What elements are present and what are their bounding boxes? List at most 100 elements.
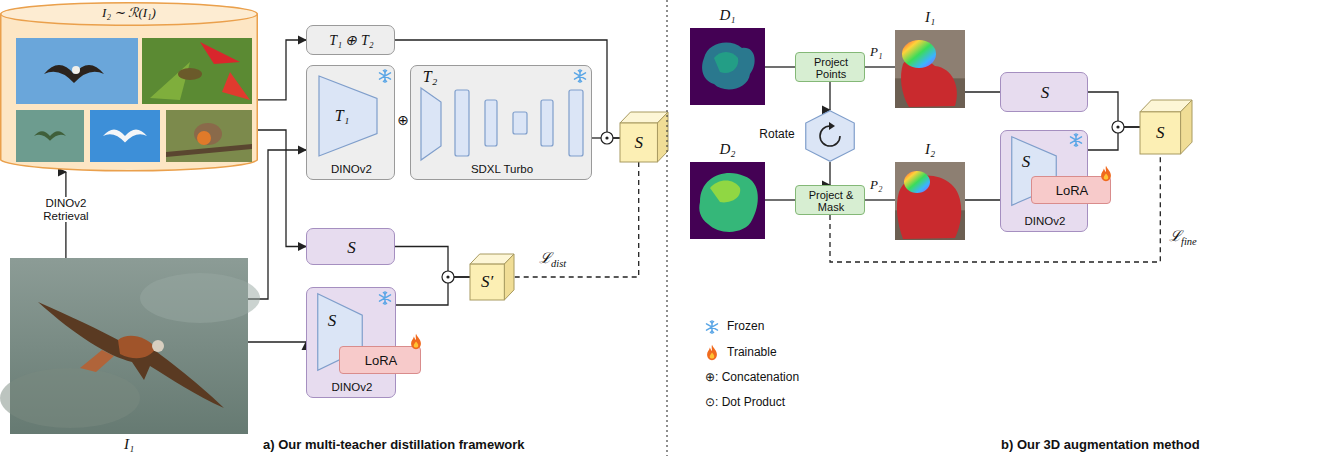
lora-adapter: LoRA bbox=[339, 346, 421, 374]
text-slot: ⊕ bbox=[396, 112, 410, 128]
legend-text: Frozen bbox=[726, 320, 765, 334]
trainable-icon bbox=[707, 345, 717, 360]
loss-connector bbox=[830, 154, 1160, 262]
text-slot: Rotate bbox=[753, 128, 801, 142]
depth-map-shape bbox=[690, 162, 765, 239]
node-text: S bbox=[1156, 123, 1165, 143]
retrieval-database: I₂ ∼ ℛ(I₁) bbox=[0, 2, 258, 172]
edge-label: P₂ bbox=[869, 178, 883, 193]
connector bbox=[592, 137, 620, 138]
text-slot: ℒdist bbox=[538, 250, 567, 270]
text-slot: Trainable bbox=[726, 346, 778, 360]
node-text: DINOv2 bbox=[332, 381, 373, 394]
edge-label: ℒfine bbox=[1168, 228, 1198, 248]
projected-image-shape bbox=[895, 30, 965, 108]
node-text: S bbox=[634, 133, 643, 153]
edge-label: DINOv2 Retrieval bbox=[32, 197, 100, 222]
teacher-encoder: T₁ DINOv2 bbox=[306, 65, 395, 180]
edge-label: P₁ bbox=[869, 45, 883, 60]
frozen-icon bbox=[706, 321, 717, 334]
node-text: LoRA bbox=[365, 354, 398, 369]
frozen-icon bbox=[1070, 134, 1081, 147]
text-slot: S′ bbox=[470, 264, 504, 300]
similarity-cube: S bbox=[1140, 100, 1192, 154]
node-text: Project & Mask bbox=[798, 189, 864, 213]
text-slot: ℒfine bbox=[1168, 228, 1198, 248]
frozen-icon bbox=[574, 70, 585, 83]
dot-product-symbol bbox=[1112, 121, 1124, 133]
text-slot: DINOv2 bbox=[307, 381, 397, 394]
legend-text: Trainable bbox=[726, 346, 778, 360]
node-text: D₂ bbox=[719, 141, 735, 158]
node-text: S bbox=[1041, 83, 1050, 103]
connector bbox=[395, 247, 470, 278]
projected-image-shape bbox=[895, 162, 965, 240]
node-text: S bbox=[347, 238, 356, 258]
text-slot: T₂ bbox=[417, 68, 443, 86]
projected-image: I₂ bbox=[895, 162, 965, 240]
operator-symbol: ⊕ bbox=[396, 112, 410, 128]
node-text: Project Points bbox=[798, 56, 864, 80]
text-slot: a) Our multi-teacher distillation framew… bbox=[262, 438, 526, 453]
text-slot: I₂ bbox=[895, 141, 965, 158]
connector bbox=[965, 91, 1000, 92]
retrieval-database-shape bbox=[0, 2, 258, 172]
lora-adapter: LoRA bbox=[1031, 176, 1111, 204]
node-text: S bbox=[1022, 152, 1031, 172]
connector bbox=[865, 66, 895, 67]
node-text: S bbox=[328, 311, 337, 331]
panel-caption: b) Our 3D augmentation method bbox=[1000, 438, 1201, 453]
text-slot: Project & Mask bbox=[796, 186, 866, 216]
node-text: I₂ bbox=[925, 141, 935, 158]
frozen-icon bbox=[379, 70, 390, 83]
rotate-hexagon-shape bbox=[805, 110, 855, 162]
student-lora-box: DINOv2 S LoRA bbox=[306, 287, 396, 398]
connector bbox=[258, 130, 306, 247]
node-text: SDXL Turbo bbox=[471, 163, 533, 176]
projected-image: I₁ bbox=[895, 30, 965, 108]
rotate-hexagon: Rotate bbox=[805, 110, 855, 162]
text-slot: S bbox=[1001, 73, 1089, 113]
panel-divider bbox=[666, 0, 667, 456]
node-text: T₂ bbox=[423, 68, 437, 86]
connector bbox=[258, 40, 306, 100]
process-box: Project & Mask bbox=[795, 185, 865, 215]
node-text: T₁ ⊕ T₂ bbox=[329, 33, 373, 49]
text-slot: D₁ bbox=[690, 7, 765, 24]
frozen-icon bbox=[379, 292, 390, 305]
trainable-icon bbox=[411, 334, 421, 349]
text-slot: D₂ bbox=[690, 141, 765, 158]
text-slot: P₂ bbox=[869, 178, 883, 193]
depth-map: D₂ bbox=[690, 162, 765, 239]
student-box: S bbox=[1000, 72, 1088, 112]
input-image-shape bbox=[10, 258, 248, 434]
connector bbox=[765, 199, 795, 200]
text-slot: S bbox=[620, 123, 657, 162]
node-text: S′ bbox=[481, 272, 493, 292]
connector bbox=[765, 66, 795, 67]
node-text: D₁ bbox=[719, 7, 735, 24]
text-slot: Frozen bbox=[726, 320, 765, 334]
text-slot: I₂ ∼ ℛ(I₁) bbox=[0, 6, 258, 21]
text-slot: DINOv2 Retrieval bbox=[31, 197, 101, 222]
text-slot: LoRA bbox=[340, 347, 422, 375]
connector bbox=[1088, 92, 1140, 127]
connector bbox=[396, 277, 470, 305]
text-slot: SDXL Turbo bbox=[411, 163, 593, 176]
text-slot: T₁ bbox=[319, 107, 365, 125]
text-slot: ⊕: Concatenation bbox=[704, 371, 800, 385]
depth-map-shape bbox=[690, 28, 765, 105]
connector bbox=[829, 162, 830, 185]
text-slot: DINOv2 bbox=[307, 163, 396, 176]
depth-map: D₁ bbox=[690, 28, 765, 105]
panel-caption: a) Our multi-teacher distillation framew… bbox=[262, 438, 526, 453]
node-text: Rotate bbox=[759, 128, 794, 142]
trainable-icon bbox=[1101, 166, 1111, 181]
text-slot: P₁ bbox=[869, 45, 883, 60]
text-slot: I₁ bbox=[895, 9, 965, 26]
node-text: I₁ bbox=[925, 9, 935, 26]
node-text: DINOv2 bbox=[331, 163, 372, 176]
text-slot: S bbox=[1011, 152, 1041, 172]
